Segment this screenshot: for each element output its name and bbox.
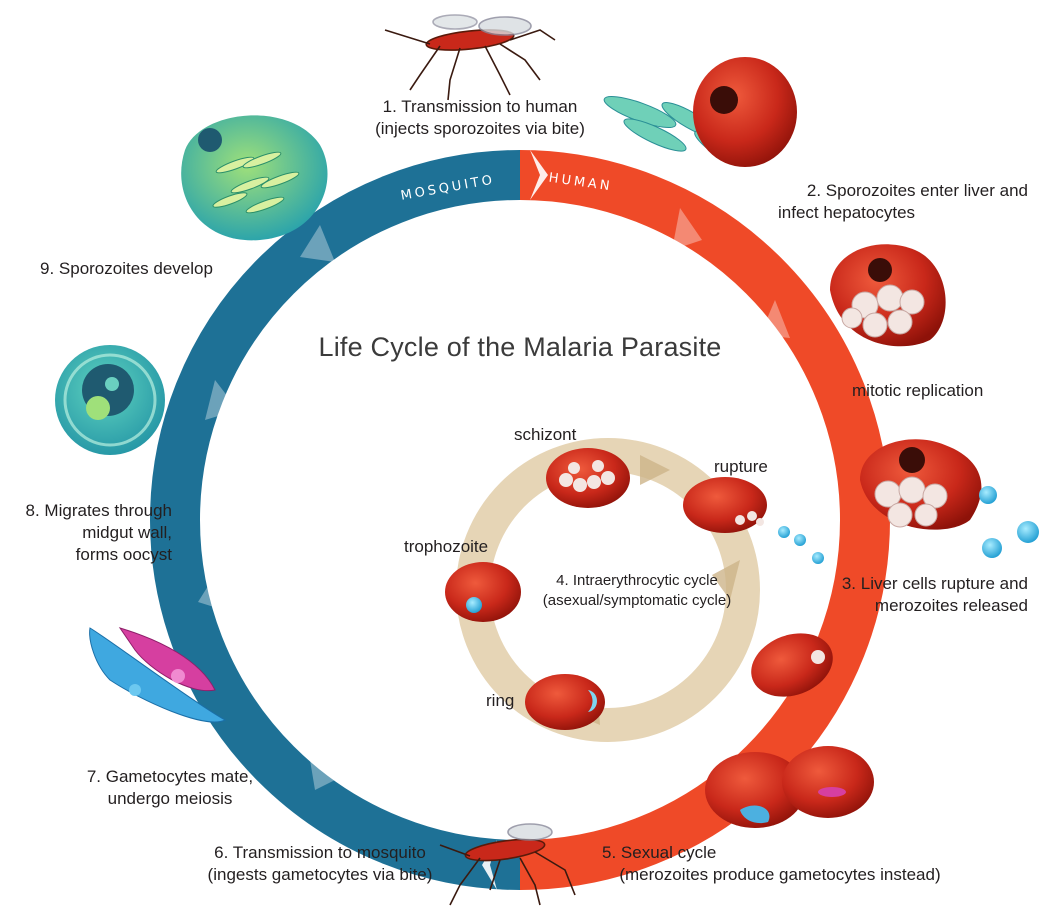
step-4-line-2: (asexual/symptomatic cycle): [522, 591, 752, 611]
trophozoite-label: trophozoite: [404, 536, 488, 558]
step-7-label: 7. Gametocytes mate, undergo meiosis: [70, 766, 270, 810]
mosquito-top-icon: [385, 15, 555, 100]
liver-replication-icon: [830, 244, 946, 346]
step-1-line-2: (injects sporozoites via bite): [350, 118, 610, 140]
step-2-label: 2. Sporozoites enter liver and infect he…: [760, 180, 1028, 224]
step-8-line-2: midgut wall,: [0, 522, 172, 544]
step-2-line-2: infect hepatocytes: [760, 202, 1028, 224]
hepatocyte-icon: [693, 57, 797, 167]
step-2-line-1: 2. Sporozoites enter liver and: [760, 180, 1028, 202]
schizont-icon: [546, 448, 630, 508]
step-5-line-1: 5. Sexual cycle: [600, 842, 960, 864]
step-6-line-2: (ingests gametocytes via bite): [190, 864, 450, 886]
band-label-human-bottom: HUMAN: [518, 765, 584, 791]
schizont-label: schizont: [514, 424, 576, 446]
mitotic-replication-label: mitotic replication: [852, 380, 983, 402]
step-7-line-1: 7. Gametocytes mate,: [70, 766, 270, 788]
mitotic-replication-text: mitotic replication: [852, 380, 983, 402]
step-9-line-1: 9. Sporozoites develop: [40, 258, 213, 280]
step-1-label: 1. Transmission to human (injects sporoz…: [350, 96, 610, 140]
step-1-line-1: 1. Transmission to human: [350, 96, 610, 118]
step-3-label: 3. Liver cells rupture and merozoites re…: [800, 573, 1028, 617]
ring-label: ring: [486, 690, 514, 712]
step-3-line-2: merozoites released: [800, 595, 1028, 617]
ring-stage-icon: [525, 674, 605, 730]
band-label-mosquito-bottom: MOSQUITO: [388, 741, 485, 776]
step-5-label: 5. Sexual cycle (merozoites produce game…: [600, 842, 960, 886]
rupture-label: rupture: [714, 456, 768, 478]
step-9-label: 9. Sporozoites develop: [40, 258, 213, 280]
step-4-label: 4. Intraerythrocytic cycle (asexual/symp…: [522, 571, 752, 611]
step-6-label: 6. Transmission to mosquito (ingests gam…: [190, 842, 450, 886]
trophozoite-icon: [445, 562, 521, 622]
step-5-line-2: (merozoites produce gametocytes instead): [600, 864, 960, 886]
sporozoites-develop-icon: [181, 115, 327, 240]
step-7-line-2: undergo meiosis: [70, 788, 270, 810]
step-3-line-1: 3. Liver cells rupture and: [800, 573, 1028, 595]
step-4-line-1: 4. Intraerythrocytic cycle: [522, 571, 752, 591]
oocyst-icon: [55, 345, 165, 455]
step-8-label: 8. Migrates through midgut wall, forms o…: [0, 500, 172, 566]
step-8-line-1: 8. Migrates through: [0, 500, 172, 522]
step-8-line-3: forms oocyst: [0, 544, 172, 566]
diagram-title: Life Cycle of the Malaria Parasite: [300, 332, 740, 363]
step-6-line-1: 6. Transmission to mosquito: [190, 842, 450, 864]
